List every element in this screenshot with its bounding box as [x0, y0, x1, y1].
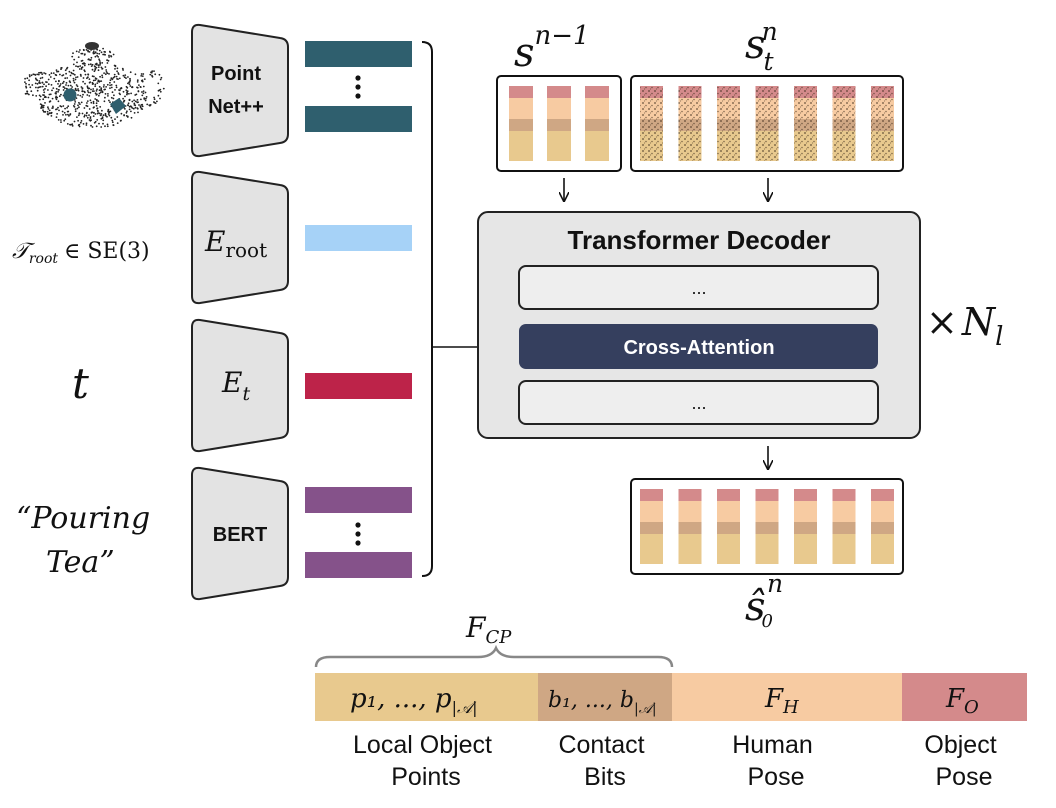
t-feature [305, 373, 412, 399]
condition-bracket [421, 41, 433, 577]
sequence-token [678, 489, 702, 564]
output-sequence-label: ŝ0n [745, 569, 783, 632]
contact-bits-segment [538, 673, 672, 721]
local-object-points-label: Local Object Points [353, 731, 499, 791]
prompt-text-line1: “Pouring [16, 501, 150, 536]
svg-text:Point: Point [211, 63, 261, 85]
svg-text:...: ... [691, 393, 706, 413]
transformer-decoder: Transformer Decoder ... Cross-Attention … [477, 211, 921, 439]
svg-text:Cross-Attention: Cross-Attention [623, 337, 774, 359]
object-pose-formula: FO [945, 684, 979, 718]
object-pose-label: Object Pose [924, 731, 1003, 791]
sequence-token [794, 489, 817, 564]
svg-text:Eroot: Eroot [204, 225, 267, 262]
human-pose-label: Human Pose [732, 731, 820, 791]
svg-text:Net++: Net++ [208, 96, 264, 118]
sequence-token [717, 86, 740, 161]
t-root-label: 𝒯root∈ SE(3) [12, 239, 150, 267]
timestep-symbol: t [72, 359, 89, 408]
sequence-token [640, 489, 663, 564]
sequence-token [755, 86, 779, 161]
decoder-title: Transformer Decoder [568, 225, 831, 255]
pointnet-encoder: Point Net++ [191, 23, 289, 158]
bert-features [305, 487, 412, 578]
human-pose-segment [672, 673, 902, 721]
e-t-encoder: Et [191, 318, 289, 453]
svg-text:BERT: BERT [213, 524, 267, 546]
prev-sequence-tokens [509, 86, 609, 161]
sequence-token [509, 86, 533, 161]
root-feature [305, 225, 412, 251]
fcp-brace [314, 644, 674, 668]
decoder-layer-bottom [518, 380, 879, 425]
sequence-token [871, 86, 894, 161]
sequence-token [794, 86, 817, 161]
sequence-token [678, 86, 702, 161]
sequence-token [547, 86, 571, 161]
local-object-points-segment [315, 673, 538, 721]
e-root-encoder: Eroot [191, 170, 289, 305]
decoder-layer-top [518, 265, 879, 310]
svg-text:...: ... [691, 278, 706, 298]
bert-encoder: BERT [191, 466, 289, 601]
noisy-sequence-tokens [640, 86, 894, 161]
layer-repeat-label: ×Nl [926, 300, 1003, 352]
cross-attention-block [519, 324, 878, 369]
sequence-token [585, 86, 609, 161]
output-sequence-tokens [640, 489, 894, 564]
fcp-label: FCP [465, 611, 512, 648]
object-pose-segment [902, 673, 1027, 721]
contact-bits-formula: b₁, ..., b|𝒜| [548, 688, 657, 717]
teapot-point-cloud-icon [24, 42, 165, 128]
human-pose-formula: FH [764, 684, 799, 718]
sequence-token [640, 86, 663, 161]
sequence-token [832, 86, 856, 161]
sequence-token [717, 489, 740, 564]
sequence-token [832, 489, 856, 564]
sequence-token [871, 489, 894, 564]
pointnet-features [305, 41, 412, 132]
prev-sequence-label: sn−1 [514, 21, 590, 76]
sequence-token [755, 489, 779, 564]
svg-text:Et: Et [221, 366, 250, 405]
noisy-sequence-label: stn [745, 17, 778, 76]
prompt-text-line2: Tea” [46, 545, 115, 580]
local-object-points-formula: p₁, ..., p|𝒜| [350, 684, 477, 717]
contact-bits-label: Contact Bits [558, 731, 651, 791]
